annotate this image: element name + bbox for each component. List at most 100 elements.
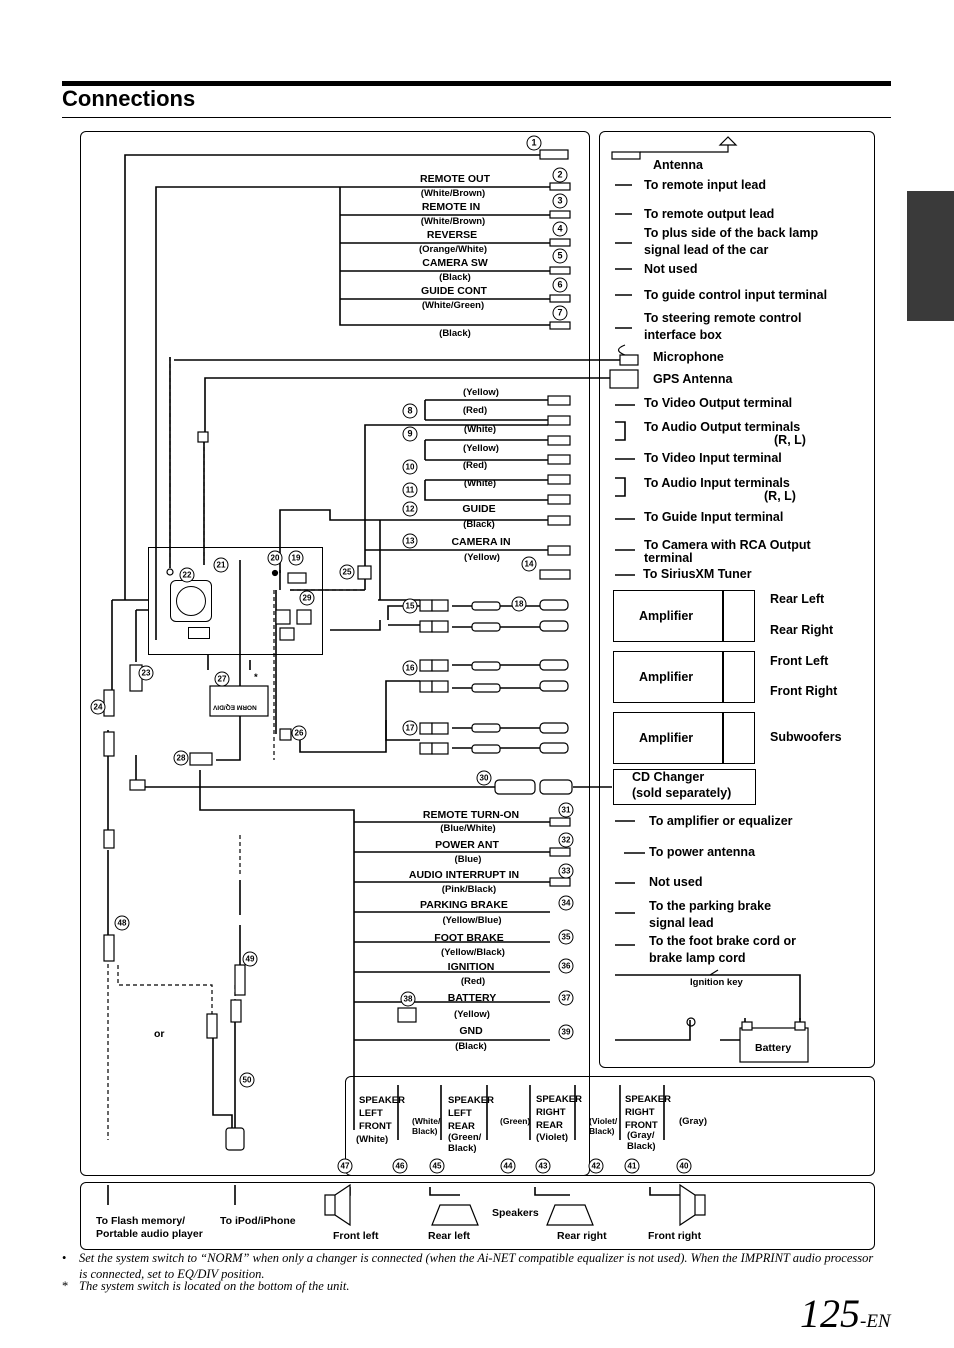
marker-40: 40 [676, 1158, 692, 1174]
marker-50: 50 [239, 1072, 255, 1088]
marker-21: 21 [213, 557, 229, 573]
marker-25: 25 [339, 564, 355, 580]
dest-parking-brake: To the parking brake signal lead [649, 899, 772, 930]
page-number-suffix: -EN [860, 1311, 891, 1332]
marker-19: 19 [288, 550, 304, 566]
marker-5: 5 [552, 248, 568, 264]
av-white-1: (White) [463, 424, 497, 435]
dest-back-lamp: To plus side of the back lamp signal lea… [644, 226, 819, 257]
amp-sub-speakers [723, 712, 755, 764]
marker-9: 9 [402, 426, 418, 442]
marker-41: 41 [624, 1158, 640, 1174]
battery-wire-color: (Yellow) [454, 1009, 490, 1020]
amp-rear-speakers [723, 590, 755, 642]
dest-remote-input: To remote input lead [644, 178, 766, 192]
marker-42: 42 [588, 1158, 604, 1174]
marker-7: 7 [552, 305, 568, 321]
parking-brake-label: PARKING BRAKE [420, 899, 508, 911]
marker-15: 15 [402, 598, 418, 614]
flash-memory-label-2: Portable audio player [96, 1228, 203, 1240]
marker-3: 3 [552, 193, 568, 209]
dest-camera-rca-2: terminal [644, 551, 693, 565]
battery-label: Battery [755, 1042, 792, 1054]
marker-36: 36 [558, 958, 574, 974]
amp-front-speakers [723, 651, 755, 703]
marker-1: 1 [526, 135, 542, 151]
marker-35: 35 [558, 929, 574, 945]
front-right-speaker: Front right [648, 1230, 702, 1242]
speakers-title: Speakers [492, 1207, 539, 1219]
dest-audio-output: To Audio Output terminals [644, 420, 801, 434]
fan-hub-icon [176, 586, 206, 616]
rear-left-speaker: Rear left [428, 1230, 471, 1242]
av-yellow-2: (Yellow) [463, 443, 499, 454]
camera-in-label: CAMERA IN [451, 536, 511, 548]
wire-4-label: REVERSE [426, 229, 478, 241]
marker-33: 33 [558, 863, 574, 879]
page-number-value: 125 [800, 1291, 860, 1336]
marker-45: 45 [429, 1158, 445, 1174]
page-number: 125-EN [800, 1290, 891, 1337]
foot-brake-label: FOOT BRAKE [434, 932, 504, 944]
wire-3-label: REMOTE IN [421, 201, 481, 213]
cd-changer-line1: CD Changer [632, 770, 705, 784]
audio-interrupt-label: AUDIO INTERRUPT IN [408, 869, 520, 881]
bottom-frame [80, 1182, 875, 1250]
flash-memory-label: To Flash memory/ [96, 1215, 186, 1227]
marker-23: 23 [138, 665, 154, 681]
spk-right-front-c1: (Gray/ Black) [627, 1130, 656, 1152]
marker-39: 39 [558, 1024, 574, 1040]
ipod-label: To iPod/iPhone [220, 1215, 296, 1227]
main-frame [80, 131, 590, 1176]
marker-49: 49 [242, 951, 258, 967]
ignition-color: (Red) [460, 976, 486, 987]
dest-not-used-2: Not used [649, 875, 703, 889]
dest-remote-output: To remote output lead [644, 207, 775, 221]
front-right-label: Front Right [770, 684, 838, 698]
dest-audio-input: To Audio Input terminals [644, 476, 790, 490]
guide-color: (Black) [463, 519, 495, 530]
spk-right-rear-c2: (Violet/ Black) [589, 1116, 618, 1136]
switch-label: NORM EQ/DIV [213, 703, 257, 711]
spk-right-rear-label: SPEAKER RIGHT REAR [536, 1094, 582, 1131]
marker-32: 32 [558, 832, 574, 848]
amplifier-sub: Amplifier [613, 712, 723, 764]
note-bullet: • [62, 1251, 67, 1265]
dest-audio-input-rl: (R, L) [764, 489, 796, 503]
marker-46: 46 [392, 1158, 408, 1174]
marker-27: 27 [214, 671, 230, 687]
remote-turn-on-label: REMOTE TURN-ON [422, 809, 520, 821]
dest-foot-brake: To the foot brake cord or brake lamp cor… [649, 934, 796, 965]
marker-43: 43 [535, 1158, 551, 1174]
spk-left-front-c1: (White) [356, 1134, 389, 1145]
connector-icon [188, 627, 210, 639]
gnd-label: GND [459, 1025, 483, 1037]
marker-6: 6 [552, 277, 568, 293]
marker-20: 20 [267, 550, 283, 566]
marker-13: 13 [402, 533, 418, 549]
marker-29: 29 [299, 590, 315, 606]
marker-14: 14 [521, 556, 537, 572]
marker-2: 2 [552, 167, 568, 183]
marker-34: 34 [558, 895, 574, 911]
wire-6-color: (White/Green) [421, 300, 485, 311]
rear-right-speaker: Rear right [557, 1230, 607, 1242]
marker-16: 16 [402, 660, 418, 676]
spk-right-front-label: SPEAKER RIGHT FRONT [625, 1094, 671, 1131]
spk-left-front-label: SPEAKER LEFT FRONT [359, 1095, 405, 1132]
note-switch-norm: Set the system switch to “NORM” when onl… [79, 1251, 874, 1281]
wire-4-color: (Orange/White) [418, 244, 488, 255]
dest-video-input: To Video Input terminal [644, 451, 782, 465]
wire-5-label: CAMERA SW [422, 257, 488, 269]
dest-amp-eq: To amplifier or equalizer [649, 814, 793, 828]
marker-18: 18 [511, 596, 527, 612]
dest-audio-output-rl: (R, L) [774, 433, 806, 447]
marker-8: 8 [402, 403, 418, 419]
spk-left-rear-c1: (Green/ Black) [448, 1132, 482, 1154]
marker-38: 38 [400, 991, 416, 1007]
front-left-speaker: Front left [333, 1230, 379, 1242]
ignition-key-label: Ignition key [690, 977, 743, 988]
gps-antenna-label: GPS Antenna [653, 372, 733, 386]
camera-in-color: (Yellow) [464, 552, 500, 563]
